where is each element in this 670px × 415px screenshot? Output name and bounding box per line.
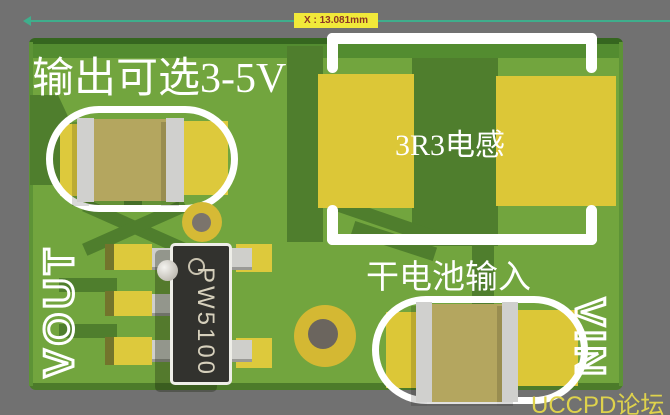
ic-lead (230, 248, 252, 270)
measurement-readout: X : 13.081mm (294, 13, 378, 28)
inductor-bracket-top-left (327, 33, 338, 73)
label-inductor: 3R3电感 (395, 129, 506, 162)
capacitor-terminal (502, 302, 518, 402)
silkscreen-vout: VOUT (34, 243, 84, 379)
copper-trace (412, 58, 498, 246)
inductor-bracket-bottom (327, 234, 597, 245)
inductor-bracket-bottom-left (327, 205, 338, 245)
ic-pad (114, 337, 152, 365)
capacitor-terminal (166, 118, 184, 202)
capacitor-terminal (77, 118, 94, 202)
inductor-pad-left[interactable] (318, 74, 414, 208)
ic-marking-ring-icon (188, 258, 205, 275)
pcb-board[interactable]: PW5100 输出可选3-5V 3R3电感 干电池输入 VOUT VIN (29, 33, 623, 404)
board-edge-left (29, 42, 33, 386)
watermark: UCCPD论坛 (531, 392, 665, 415)
ic-lead (230, 340, 252, 362)
ic-pad (114, 244, 152, 270)
board-edge-bottom (29, 383, 623, 390)
ic-lead (152, 340, 172, 362)
pad-shadow (105, 337, 114, 365)
output-capacitor-body[interactable] (94, 119, 166, 201)
ic-pin1-dot-icon (157, 260, 178, 281)
capacitor-outline-output (46, 106, 238, 212)
pad-shadow (105, 244, 114, 270)
measurement-arrow-icon (23, 16, 31, 26)
board-edge-right (619, 42, 623, 386)
copper-trace (59, 278, 117, 292)
copper-trace (472, 238, 494, 308)
input-capacitor-body[interactable] (432, 304, 502, 402)
via-hole (192, 213, 211, 232)
board-edge-top-bevel (29, 44, 623, 58)
capacitor-terminal (416, 302, 432, 402)
copper-trace (59, 324, 117, 338)
board-edge-top (29, 38, 623, 44)
copper-trace (287, 46, 323, 242)
inductor-bracket-top-right (586, 33, 597, 73)
silkscreen-vin: VIN (566, 296, 616, 381)
ic-marking-text: PW5100 (192, 266, 219, 378)
label-output-voltage: 输出可选3-5V (32, 56, 287, 102)
ic-pad (114, 291, 152, 316)
inductor-bracket-top (327, 33, 597, 44)
pad-shadow (105, 291, 114, 316)
inductor-pad-right[interactable] (496, 76, 616, 206)
mounting-hole (308, 319, 338, 349)
label-battery-input: 干电池输入 (366, 260, 531, 296)
ic-lead (152, 294, 172, 316)
inductor-bracket-bottom-right (586, 205, 597, 245)
